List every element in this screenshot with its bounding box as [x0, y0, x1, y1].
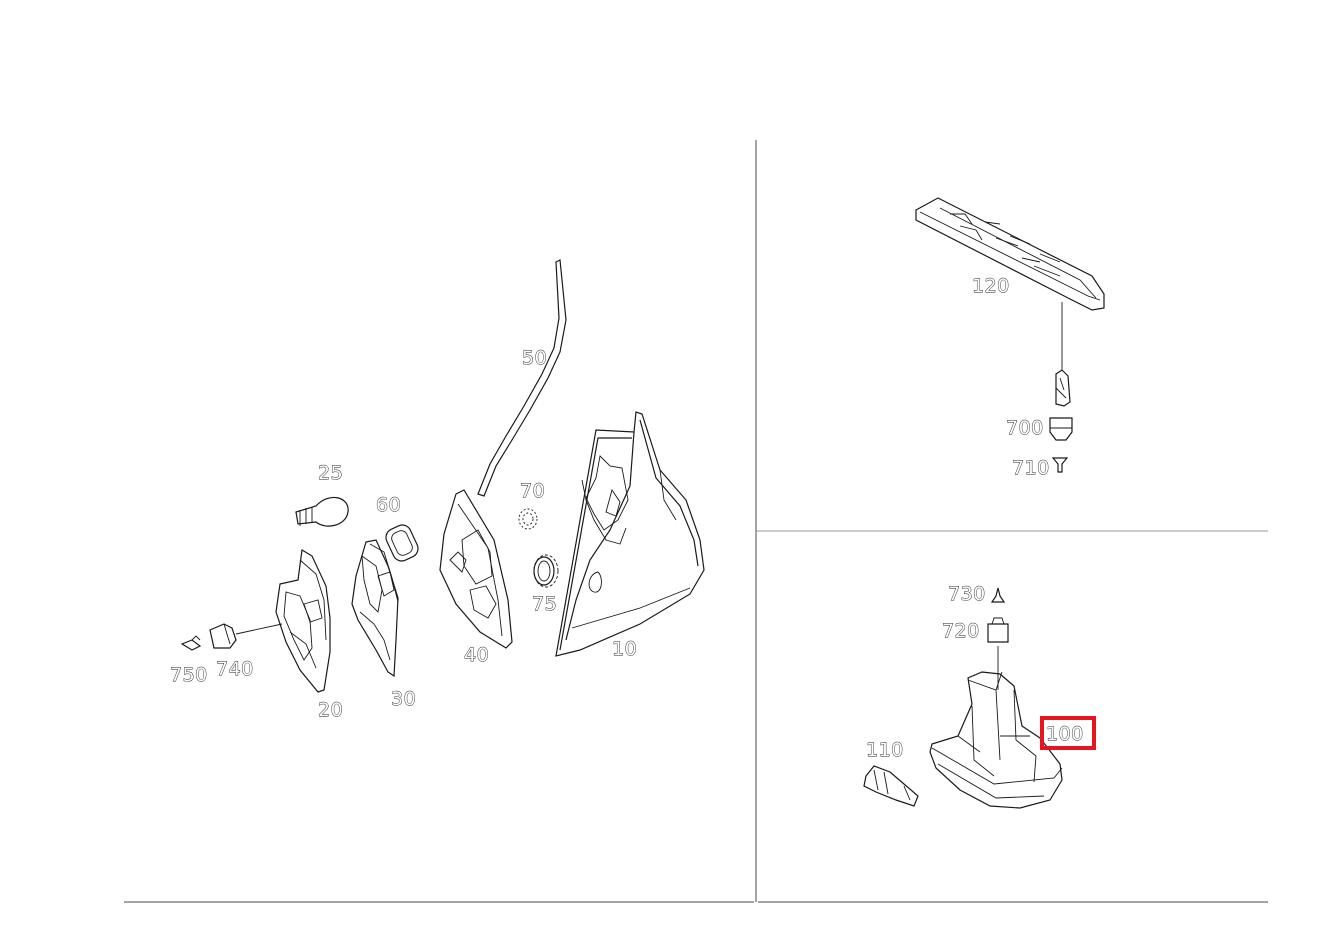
- selected-part-highlight: [1040, 716, 1096, 750]
- part-label-120[interactable]: 120: [972, 275, 1010, 298]
- part-label-25[interactable]: 25: [318, 462, 344, 485]
- brake-light-120-drawing[interactable]: [915, 197, 1105, 407]
- part-label-40[interactable]: 40: [464, 644, 490, 667]
- part-label-30[interactable]: 30: [391, 688, 417, 711]
- part-label-70[interactable]: 70: [520, 480, 546, 503]
- bulb-710-drawing[interactable]: [1051, 457, 1069, 473]
- part-label-100[interactable]: 100: [1046, 723, 1084, 746]
- lens-carrier-drawing[interactable]: [439, 489, 513, 649]
- part-label-740[interactable]: 740: [216, 658, 254, 681]
- license-lamp-100-drawing[interactable]: [929, 646, 1063, 809]
- part-label-10[interactable]: 10: [612, 638, 638, 661]
- socket-720-drawing[interactable]: [987, 617, 1009, 643]
- gasket-drawing[interactable]: [383, 522, 421, 564]
- part-label-50[interactable]: 50: [522, 347, 548, 370]
- part-label-700[interactable]: 700: [1006, 417, 1044, 440]
- bulb-25-drawing[interactable]: [295, 496, 349, 527]
- part-label-730[interactable]: 730: [948, 583, 986, 606]
- bulb-110-drawing[interactable]: [863, 765, 919, 807]
- part-label-720[interactable]: 720: [942, 620, 980, 643]
- grommet-70-drawing[interactable]: [518, 508, 538, 530]
- tail-lamp-housing-drawing[interactable]: [555, 411, 705, 657]
- bulb-holder-20-drawing[interactable]: [275, 549, 331, 693]
- bulb-holder-30-drawing[interactable]: [351, 539, 399, 678]
- part-label-60[interactable]: 60: [376, 494, 402, 517]
- socket-700-drawing[interactable]: [1049, 417, 1073, 441]
- bulb-750-drawing[interactable]: [180, 635, 202, 651]
- part-label-750[interactable]: 750: [170, 664, 208, 687]
- bulb-730-drawing[interactable]: [990, 587, 1006, 603]
- spring-ring-drawing[interactable]: [533, 554, 559, 588]
- seal-strip-drawing[interactable]: [477, 259, 567, 497]
- part-label-75[interactable]: 75: [532, 593, 558, 616]
- part-label-710[interactable]: 710: [1012, 457, 1050, 480]
- socket-740-drawing[interactable]: [209, 623, 283, 649]
- part-label-20[interactable]: 20: [318, 699, 344, 722]
- part-label-110[interactable]: 110: [866, 739, 904, 762]
